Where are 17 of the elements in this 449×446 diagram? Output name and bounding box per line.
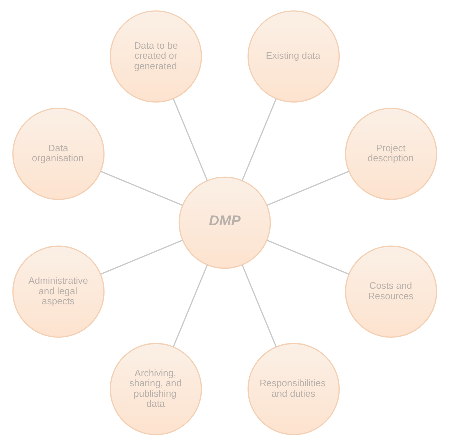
node-circle: Administrative and legal aspects bbox=[12, 246, 104, 338]
node-circle: Archiving, sharing, and publishing data bbox=[109, 343, 202, 436]
connector bbox=[266, 240, 349, 275]
connector bbox=[172, 264, 208, 348]
node-circle: Data organisation bbox=[12, 108, 104, 200]
connector bbox=[241, 98, 276, 182]
connector bbox=[100, 171, 183, 206]
connector bbox=[266, 171, 349, 206]
node-circle: Project description bbox=[344, 108, 437, 200]
connector bbox=[100, 240, 183, 275]
connector bbox=[172, 98, 208, 182]
node-circle: Existing data bbox=[247, 10, 340, 103]
node-circle: Responsibilities and duties bbox=[247, 343, 340, 436]
node-circle: DMP bbox=[178, 176, 271, 270]
connector bbox=[241, 264, 276, 348]
node-circle: Costs and Resources bbox=[344, 246, 437, 338]
node-circle: Data to be created or generated bbox=[109, 10, 202, 103]
